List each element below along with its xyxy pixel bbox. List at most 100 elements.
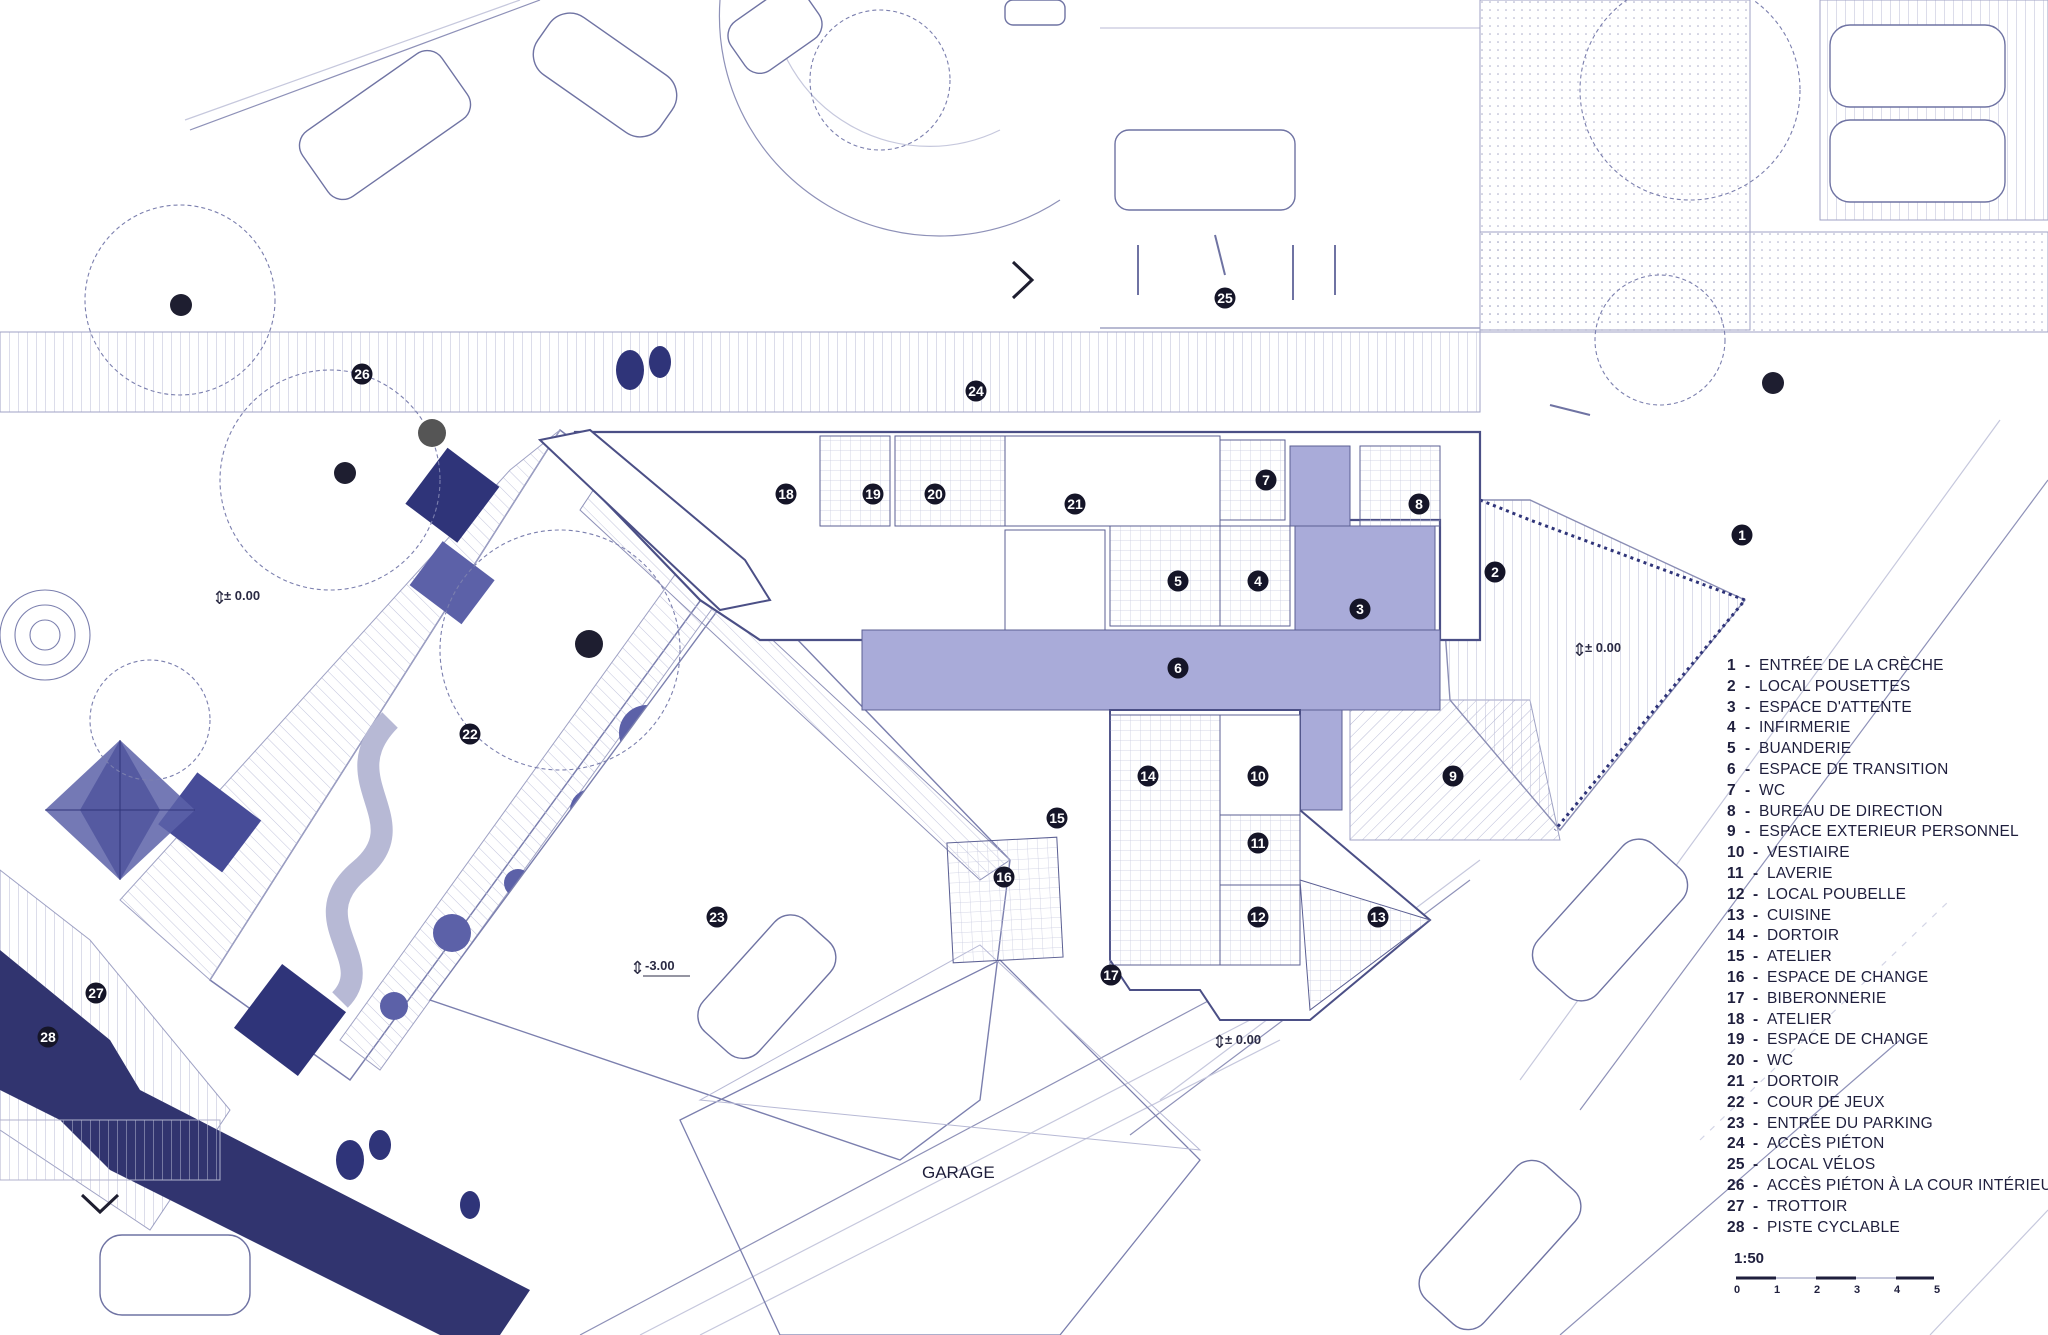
legend-dash: - xyxy=(1753,1031,1759,1049)
scale-tick: 4 xyxy=(1894,1284,1901,1296)
svg-text:± 0.00: ± 0.00 xyxy=(1225,1032,1261,1047)
legend-number: 17 xyxy=(1727,989,1745,1007)
legend-number: 19 xyxy=(1727,1031,1745,1049)
legend-label: LAVERIE xyxy=(1767,864,1833,882)
legend-label: ESPACE EXTERIEUR PERSONNEL xyxy=(1759,823,2019,841)
legend-label: WC xyxy=(1767,1052,1794,1070)
room-bubble-23: 23 xyxy=(706,906,728,928)
legend-item: 2-LOCAL POUSETTES xyxy=(1727,677,2047,698)
scale-tick: 0 xyxy=(1734,1284,1741,1296)
room-bubble-19: 19 xyxy=(862,483,884,505)
room-bubble-circle xyxy=(85,982,107,1004)
legend-label: ESPACE DE CHANGE xyxy=(1767,968,1929,986)
legend-number: 21 xyxy=(1727,1072,1745,1090)
legend-number: 3 xyxy=(1727,698,1736,716)
legend-number: 8 xyxy=(1727,802,1736,820)
room-bubble-number: 21 xyxy=(1067,496,1083,512)
legend-dash: - xyxy=(1753,948,1759,966)
legend-label: BUREAU DE DIRECTION xyxy=(1759,802,1943,820)
room-bubble-circle xyxy=(706,906,728,928)
room-bubble-number: 9 xyxy=(1449,768,1457,784)
room-bubble-22: 22 xyxy=(459,723,481,745)
room-bubble-circle xyxy=(1064,493,1086,515)
room-bubble-10: 10 xyxy=(1247,765,1269,787)
svg-text:-3.00: -3.00 xyxy=(645,958,675,973)
scale-tick: 2 xyxy=(1814,1284,1821,1296)
room-bubble-5: 5 xyxy=(1167,570,1189,592)
level-courtyard: ⇕ ± 0.00 xyxy=(212,588,260,608)
legend-label: INFIRMERIE xyxy=(1759,719,1851,737)
room-bubble-circle xyxy=(1408,493,1430,515)
chevron-right-icon xyxy=(1011,260,1035,300)
room-bubble-circle xyxy=(1255,469,1277,491)
chevron-down-icon xyxy=(80,1193,120,1215)
legend-item: 27-TROTTOIR xyxy=(1727,1197,2047,1218)
legend-number: 24 xyxy=(1727,1135,1745,1153)
legend-label: ENTRÉE DE LA CRÈCHE xyxy=(1759,657,1944,674)
legend-dash: - xyxy=(1753,1114,1759,1132)
legend-number: 26 xyxy=(1727,1176,1745,1194)
legend-dash: - xyxy=(1745,719,1751,737)
legend-label: WC xyxy=(1759,781,1786,799)
people xyxy=(336,346,671,1219)
room-bubble-circle xyxy=(1349,598,1371,620)
room-bubble-number: 27 xyxy=(88,985,104,1001)
room-bubble-11: 11 xyxy=(1247,832,1269,854)
room-bubble-number: 24 xyxy=(968,383,984,399)
room-bubble-9: 9 xyxy=(1442,765,1464,787)
legend-label: CUISINE xyxy=(1767,906,1832,924)
room-bubble-circle xyxy=(1247,570,1269,592)
legend-item: 21-DORTOIR xyxy=(1727,1072,2047,1093)
legend-number: 16 xyxy=(1727,968,1745,986)
legend-dash: - xyxy=(1745,760,1751,778)
room-bubble-circle xyxy=(1137,765,1159,787)
legend-dash: - xyxy=(1753,1010,1759,1028)
room-bubble-circle xyxy=(1214,287,1236,309)
room-bubble-circle xyxy=(351,363,373,385)
room-bubble-7: 7 xyxy=(1255,469,1277,491)
room-bubble-4: 4 xyxy=(1247,570,1269,592)
scale-tick: 1 xyxy=(1774,1284,1781,1296)
room-bubble-15: 15 xyxy=(1046,807,1068,829)
room-bubble-number: 19 xyxy=(865,486,881,502)
legend-item: 6-ESPACE DE TRANSITION xyxy=(1727,760,2047,781)
room-bubble-8: 8 xyxy=(1408,493,1430,515)
room-bubble-circle xyxy=(1484,561,1506,583)
legend-number: 28 xyxy=(1727,1218,1745,1236)
legend-item: 26-ACCÈS PIÉTON À LA COUR INTÉRIEURE xyxy=(1727,1176,2048,1197)
room-bubble-number: 28 xyxy=(40,1029,56,1045)
legend-dash: - xyxy=(1753,864,1759,882)
legend-number: 22 xyxy=(1727,1093,1745,1111)
legend-dash: - xyxy=(1753,1197,1759,1215)
legend-item: 10-VESTIAIRE xyxy=(1727,843,2047,864)
legend-label: ESPACE DE CHANGE xyxy=(1767,1031,1929,1049)
room-bubble-circle xyxy=(924,483,946,505)
legend-dash: - xyxy=(1753,1176,1759,1194)
room-bubble-circle xyxy=(1247,765,1269,787)
level-parking: ⇕ -3.00 xyxy=(630,958,690,978)
room-bubble-2: 2 xyxy=(1484,561,1506,583)
legend-label: LOCAL POUSETTES xyxy=(1759,677,1911,695)
legend-item: 23-ENTRÉE DU PARKING xyxy=(1727,1114,2047,1135)
room-bubble-number: 14 xyxy=(1140,768,1156,784)
room-bubble-21: 21 xyxy=(1064,493,1086,515)
room-bubble-circle xyxy=(1046,807,1068,829)
room-bubble-25: 25 xyxy=(1214,287,1236,309)
room-bubble-6: 6 xyxy=(1167,657,1189,679)
legend-item: 3-ESPACE D'ATTENTE xyxy=(1727,698,2047,719)
legend-dash: - xyxy=(1753,989,1759,1007)
legend-number: 12 xyxy=(1727,885,1745,903)
legend-item: 28-PISTE CYCLABLE xyxy=(1727,1218,2047,1239)
room-bubble-circle xyxy=(1167,657,1189,679)
legend-label: PISTE CYCLABLE xyxy=(1767,1218,1900,1236)
legend-label: BIBERONNERIE xyxy=(1767,989,1887,1007)
room-bubble-circle xyxy=(37,1026,59,1048)
level-street: ⇕ ± 0.00 xyxy=(1212,1032,1261,1052)
svg-text:⇕: ⇕ xyxy=(1212,1032,1227,1052)
legend-item: 20-WC xyxy=(1727,1051,2047,1072)
shade-sail xyxy=(45,740,195,880)
room-bubble-number: 3 xyxy=(1356,601,1364,617)
